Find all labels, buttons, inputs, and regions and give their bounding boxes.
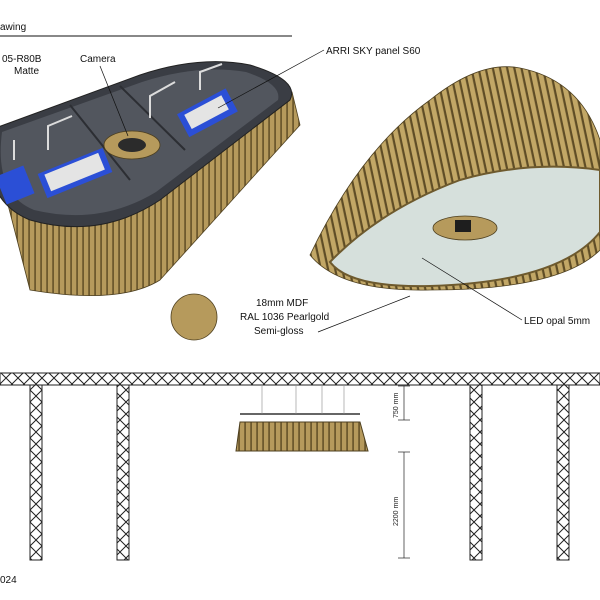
truss-structure bbox=[0, 372, 600, 561]
camera-ring-icon bbox=[103, 130, 161, 160]
ral-label: RAL 1036 Pearlgold bbox=[240, 312, 329, 323]
led-label: LED opal 5mm bbox=[524, 316, 590, 327]
sky-panel-units bbox=[0, 88, 238, 205]
panel-label: ARRI SKY panel S60 bbox=[326, 46, 421, 57]
material-code-label: 05-R80B bbox=[2, 54, 42, 65]
material-swatch-icon bbox=[170, 293, 218, 341]
fixture-bottom-view bbox=[309, 66, 600, 291]
gloss-label: Semi-gloss bbox=[254, 326, 303, 337]
camera-label: Camera bbox=[80, 54, 116, 65]
fixture-elevation bbox=[235, 386, 369, 452]
dimension-height: 2200 mm bbox=[393, 497, 400, 526]
footer-year: 024 bbox=[0, 575, 17, 586]
dimension-top: 750 mm bbox=[393, 393, 400, 418]
drawing-title: awing bbox=[0, 22, 26, 33]
fixture-top-view bbox=[0, 61, 301, 296]
camera-cutout-icon bbox=[432, 215, 498, 241]
mdf-label: 18mm MDF bbox=[256, 298, 308, 309]
dimension-lines bbox=[398, 385, 410, 559]
finish-label: Matte bbox=[14, 66, 39, 77]
